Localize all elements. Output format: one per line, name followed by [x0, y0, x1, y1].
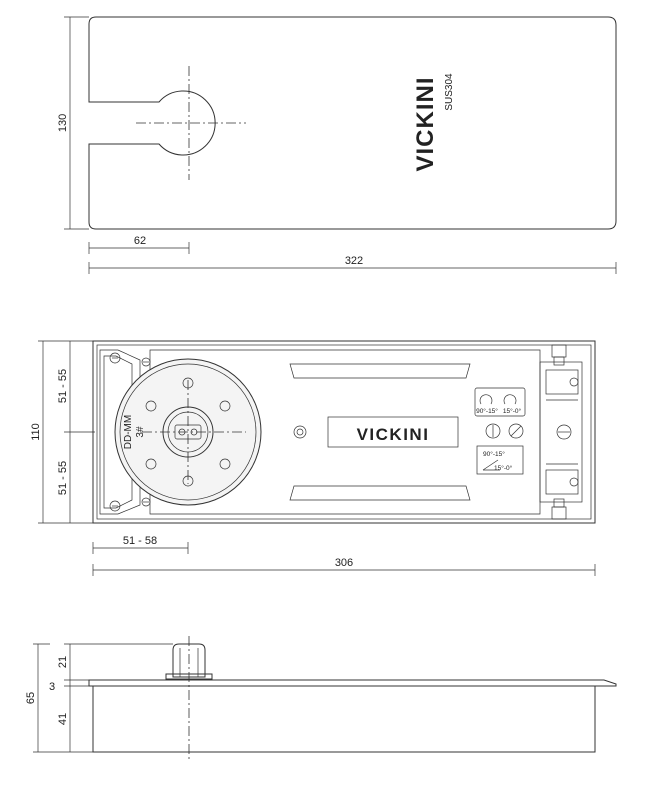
dim-mid-lower-label: 51 - 55 [57, 461, 69, 495]
center-screw-right [556, 424, 572, 440]
dim-mid-upper-label: 51 - 55 [57, 369, 69, 403]
dim-top-length: 322 [88, 255, 617, 274]
dim-mid-length: 306 [92, 557, 596, 576]
side-view-elevation: 65 21 3 41 [25, 636, 617, 760]
spindle-label-2: 3# [135, 426, 146, 438]
valve-left-icon [479, 394, 493, 405]
bottom-nut [551, 506, 567, 520]
indicator-label-bottom: 15°-0° [494, 464, 513, 472]
spring-block-top [545, 369, 579, 395]
dim-side-top-label: 21 [57, 656, 69, 668]
spindle-labels: DD-MM 3# [123, 415, 146, 449]
valve-panel [474, 387, 526, 417]
indicator-label-top: 90°-15° [483, 450, 505, 458]
dim-top-length-label: 322 [345, 255, 363, 267]
brand-logo-top: VICKINI [412, 76, 439, 171]
valve-right-icon [503, 394, 517, 405]
dim-top-slot-label: 62 [134, 235, 146, 247]
left-bracket [99, 349, 141, 515]
dim-side-total-label: 65 [25, 692, 37, 704]
spindle-top [172, 643, 206, 678]
dim-mid-height-label: 110 [30, 423, 42, 441]
spindle-label-1: DD-MM [123, 415, 134, 449]
dim-top-slot: 62 [88, 235, 190, 254]
lower-slot [289, 485, 471, 501]
cover-plate-outline [88, 16, 617, 230]
dim-mid-length-label: 306 [335, 557, 353, 569]
brand-plate [327, 416, 459, 448]
brand-name-top: VICKINI [412, 76, 439, 171]
mid-view-closer-body: DD-MM 3# VICKINI 90°-15° 15°-0° 90°-15° … [30, 340, 596, 576]
material-text: SUS304 [444, 73, 455, 111]
screw-small [293, 425, 307, 439]
brand-name-mid: VICKINI [357, 425, 430, 444]
spring-block-bottom [545, 469, 579, 495]
valve-label-right: 15°-0° [503, 407, 522, 415]
body-box-side [92, 685, 596, 753]
dim-mid-height: 110 [30, 340, 93, 524]
adjust-screw-right [508, 423, 524, 439]
dim-mid-offset-label: 51 - 58 [123, 535, 157, 547]
valve-label-left: 90°-15° [476, 407, 498, 415]
dim-mid-upper: 51 - 55 [57, 341, 95, 433]
upper-slot [289, 363, 471, 379]
dim-side-parts: 21 3 41 [49, 643, 173, 752]
cover-plate-side [88, 679, 617, 687]
dim-side-total: 65 [25, 643, 93, 753]
dim-mid-lower: 51 - 55 [57, 432, 71, 523]
dim-side-bottom-label: 41 [57, 713, 69, 725]
dim-mid-offset: 51 - 58 [92, 535, 189, 554]
indicator-panel [476, 445, 524, 475]
material-label: SUS304 [444, 73, 455, 111]
top-view-cover-plate: VICKINI SUS304 130 62 322 [57, 16, 617, 274]
right-mechanism [539, 361, 583, 503]
dim-side-plate-label: 3 [49, 681, 55, 693]
top-nut [551, 344, 567, 358]
dim-top-height: 130 [57, 16, 89, 230]
dim-top-height-label: 130 [57, 114, 69, 132]
adjust-screw-left [485, 423, 501, 439]
